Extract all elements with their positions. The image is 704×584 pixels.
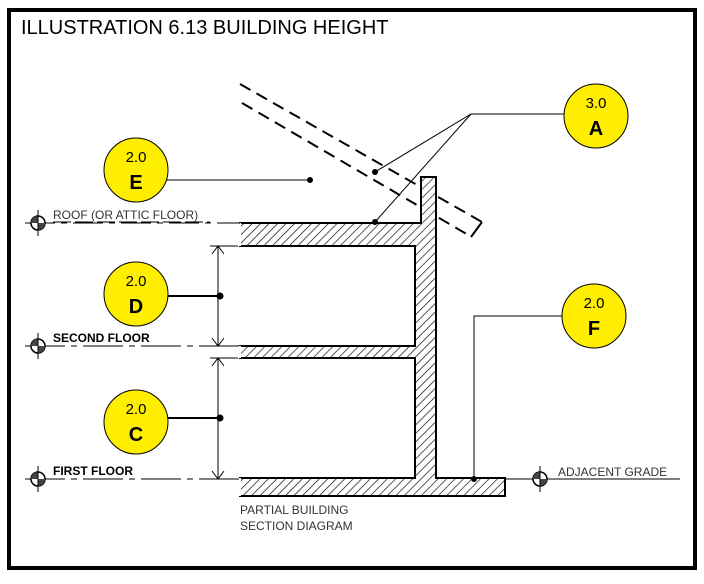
sloped-roof-outline: [239, 83, 483, 238]
callout-c-value: 2.0: [126, 401, 147, 418]
level-label-adjacent-grade: ADJACENT GRADE: [558, 465, 667, 479]
callout-e[interactable]: 2.0 E: [103, 137, 169, 203]
level-label-first-floor: FIRST FLOOR: [53, 464, 133, 478]
level-label-second-floor: SECOND FLOOR: [53, 331, 150, 345]
label-underlines: [53, 221, 678, 480]
datum-symbol-roof: [30, 210, 46, 236]
callout-f-letter: F: [588, 318, 600, 340]
datum-symbol-grade: [532, 466, 548, 492]
datum-symbol-first-floor: [30, 466, 46, 492]
callout-f-value: 2.0: [584, 295, 605, 312]
leader-lines: [143, 113, 596, 479]
callout-a-value: 3.0: [586, 95, 607, 112]
callout-c[interactable]: 2.0 C: [103, 389, 169, 455]
callout-c-letter: C: [129, 424, 143, 446]
callout-f[interactable]: 2.0 F: [561, 283, 627, 349]
building-structure: [239, 176, 506, 497]
section-label-line1: PARTIAL BUILDING: [240, 503, 348, 517]
callout-a-letter: A: [589, 118, 603, 140]
leader-points: [216, 169, 477, 482]
level-label-roof: ROOF (OR ATTIC FLOOR): [53, 208, 198, 222]
datum-symbol-second-floor: [30, 333, 46, 359]
callout-d-value: 2.0: [126, 273, 147, 290]
callout-a[interactable]: 3.0 A: [563, 83, 629, 149]
callout-d[interactable]: 2.0 D: [103, 261, 169, 327]
callout-e-letter: E: [129, 172, 142, 194]
callout-d-letter: D: [129, 296, 143, 318]
section-label-line2: SECTION DIAGRAM: [240, 519, 353, 533]
callout-e-value: 2.0: [126, 149, 147, 166]
illustration-title: ILLUSTRATION 6.13 BUILDING HEIGHT: [21, 17, 389, 39]
